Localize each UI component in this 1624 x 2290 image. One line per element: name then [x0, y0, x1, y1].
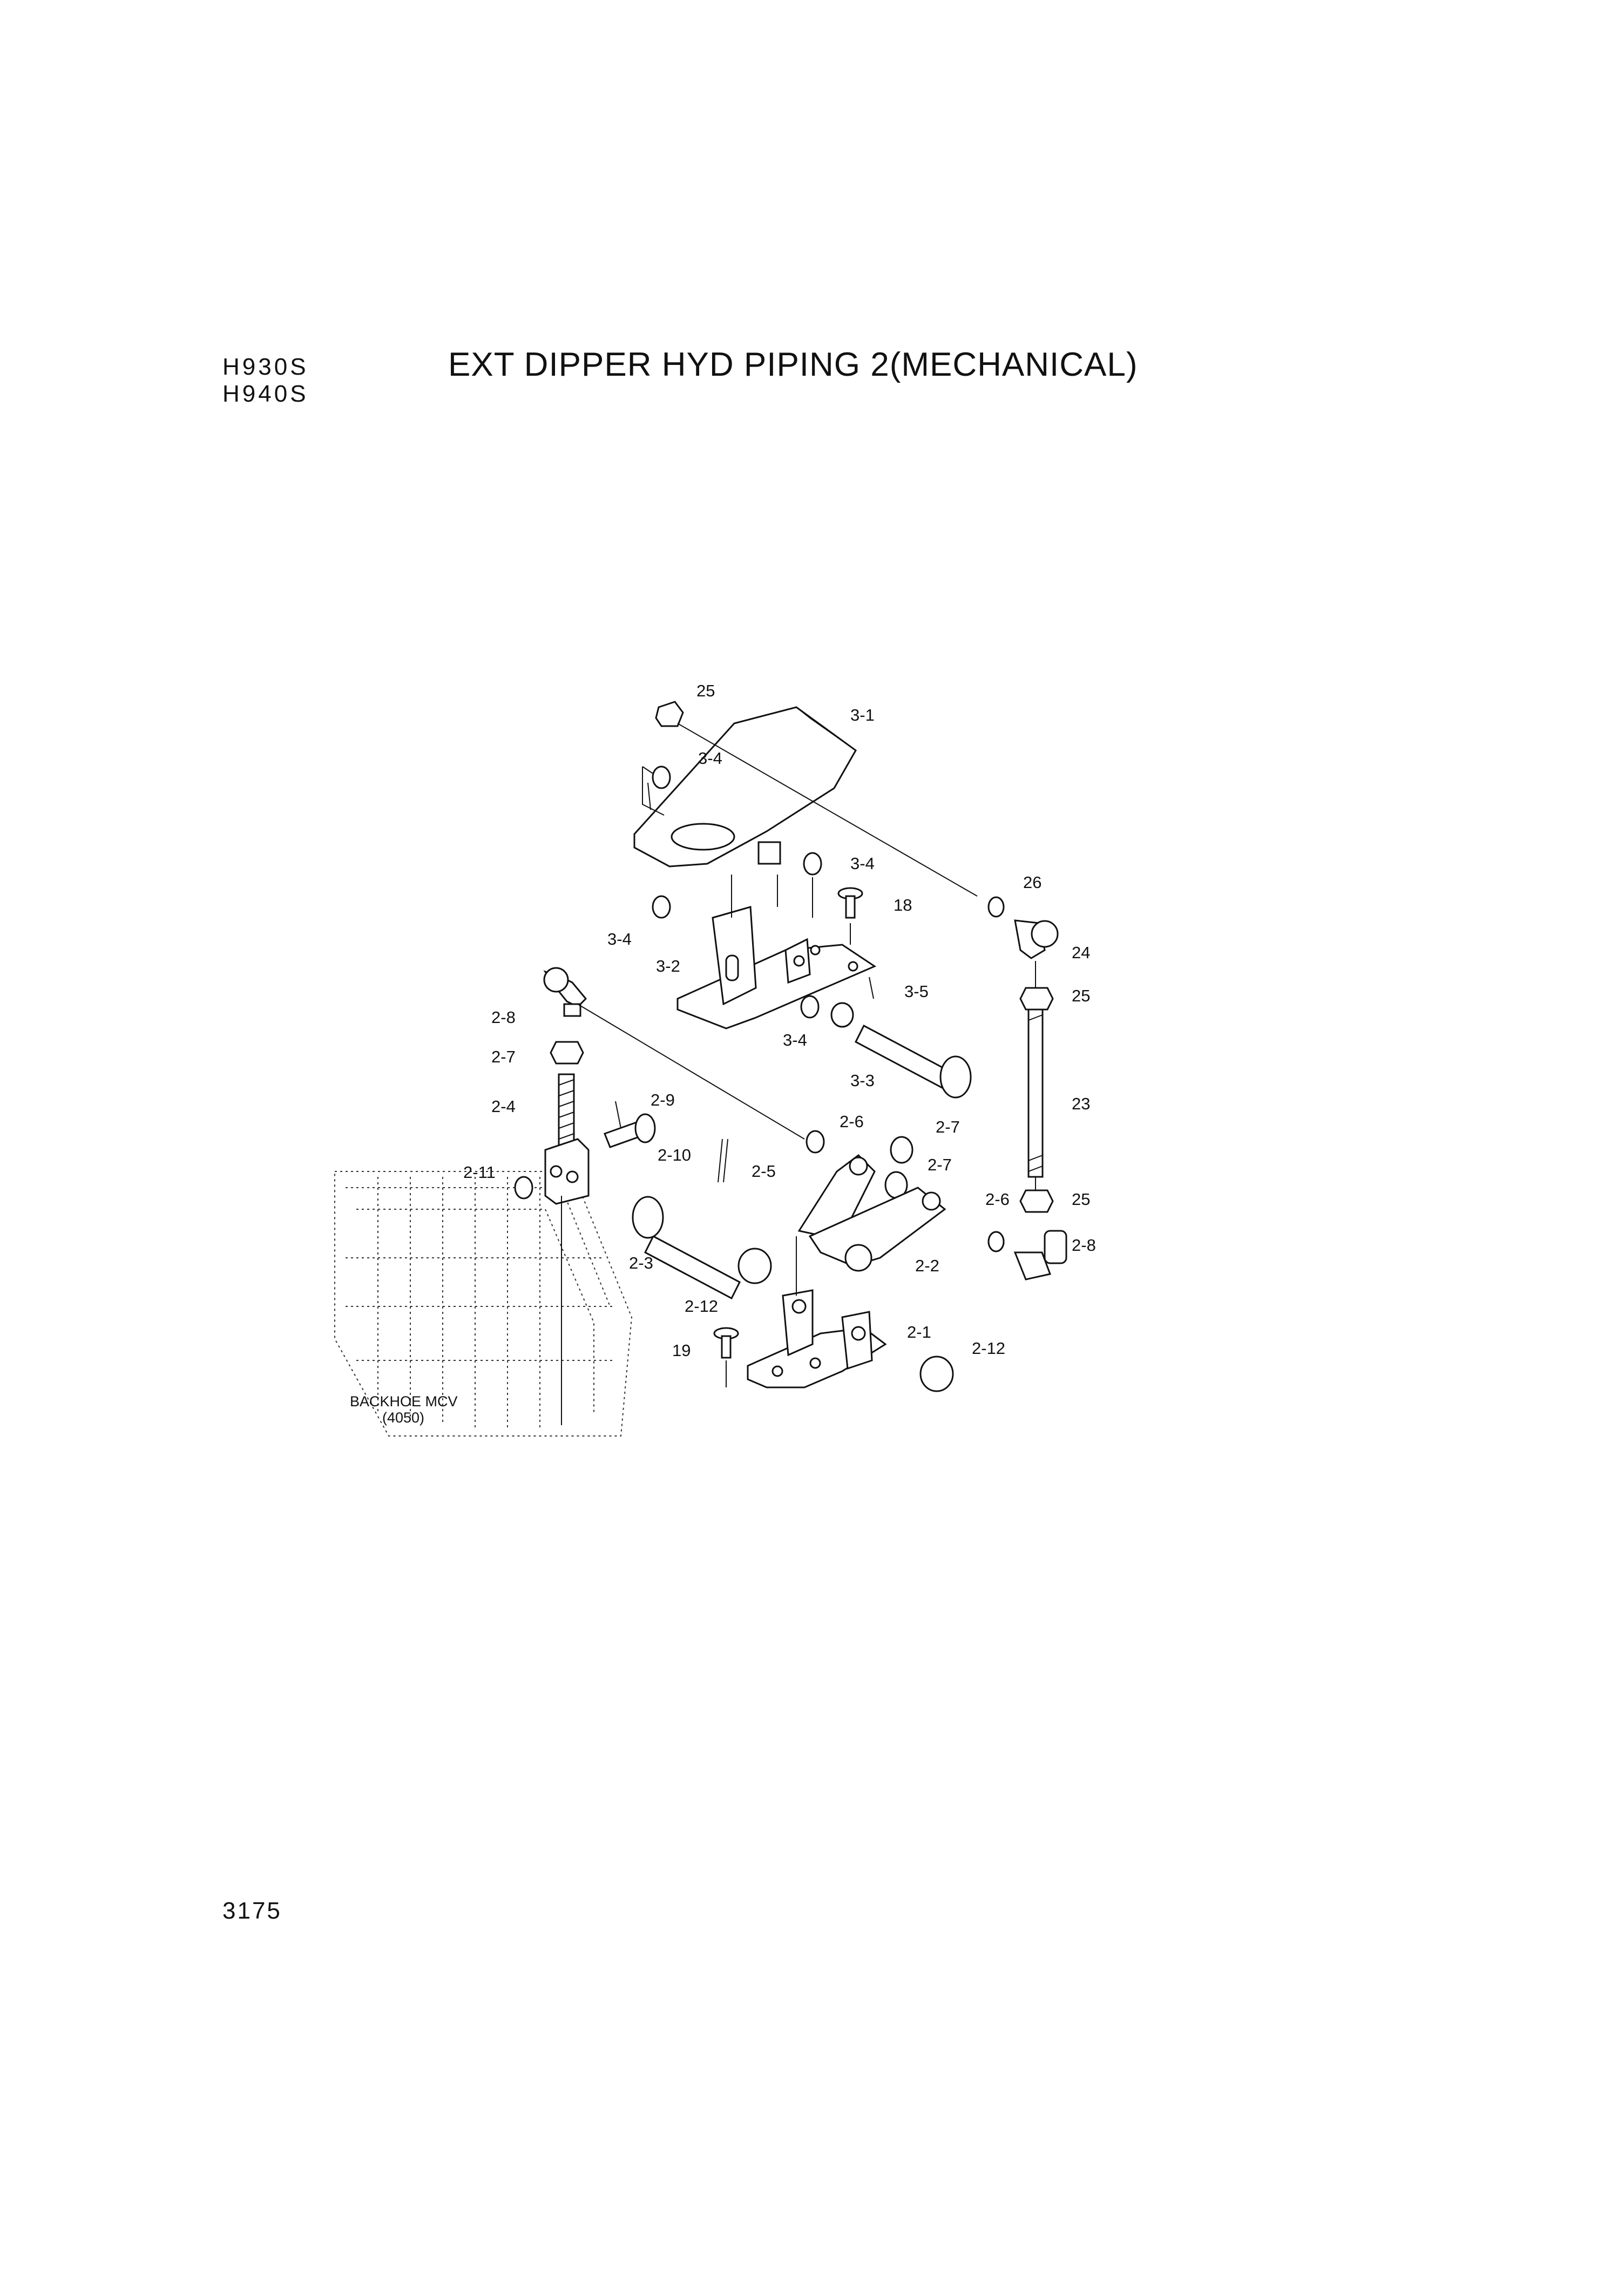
callout-3-1: 3-1	[850, 706, 875, 724]
callout-3-4-b: 3-4	[850, 854, 875, 873]
callout-26: 26	[1023, 873, 1041, 892]
callout-2-5: 2-5	[752, 1162, 776, 1181]
assembly-lines	[561, 723, 1036, 1425]
mid-bracket-part	[676, 906, 877, 1029]
callout-3-5: 3-5	[904, 982, 929, 1001]
mcv-reference-number: (4050)	[382, 1410, 424, 1426]
callout-19: 19	[672, 1341, 691, 1360]
callout-25-top: 25	[696, 681, 715, 700]
callout-23: 23	[1072, 1094, 1090, 1113]
bolt-parts	[713, 887, 863, 1359]
callout-2-11: 2-11	[463, 1163, 496, 1182]
callout-2-7-mid: 2-7	[928, 1155, 952, 1174]
callout-18: 18	[894, 896, 912, 914]
callout-25-right: 25	[1072, 986, 1090, 1005]
callout-2-3: 2-3	[629, 1254, 653, 1272]
callout-3-4-d: 3-4	[783, 1031, 807, 1049]
page-number: 3175	[222, 1898, 282, 1924]
callout-2-8-left: 2-8	[491, 1008, 516, 1027]
model-code-1: H930S	[222, 354, 309, 380]
callout-2-12-left: 2-12	[685, 1297, 718, 1316]
callout-3-3: 3-3	[850, 1071, 875, 1090]
callout-25-bottom: 25	[1072, 1190, 1090, 1209]
callout-3-2: 3-2	[656, 957, 680, 975]
callout-3-4-c: 3-4	[607, 930, 632, 948]
bellcrank-part	[797, 1154, 946, 1272]
mcv-label: BACKHOE MCV	[350, 1393, 458, 1410]
pins-and-washers	[514, 765, 1005, 1392]
callout-2-7-top: 2-7	[936, 1117, 960, 1136]
callout-24: 24	[1072, 943, 1090, 962]
page-title: EXT DIPPER HYD PIPING 2(MECHANICAL)	[448, 346, 1138, 383]
callout-2-1: 2-1	[907, 1323, 931, 1342]
upper-bracket-part	[633, 706, 857, 868]
callout-2-2: 2-2	[915, 1256, 939, 1275]
callout-2-7-left: 2-7	[491, 1047, 516, 1066]
callout-3-4-a: 3-4	[698, 749, 722, 768]
callout-2-8-right: 2-8	[1072, 1236, 1096, 1255]
callout-2-10: 2-10	[658, 1146, 691, 1164]
model-code-2: H940S	[222, 381, 309, 407]
callout-2-6-right: 2-6	[985, 1190, 1010, 1209]
rod-part	[1027, 998, 1044, 1178]
callout-2-6-top: 2-6	[840, 1112, 864, 1131]
callout-2-9: 2-9	[651, 1090, 675, 1109]
left-link-parts	[543, 967, 590, 1205]
callout-2-12-right: 2-12	[972, 1339, 1005, 1358]
lower-bracket-part	[747, 1289, 887, 1388]
callout-2-4: 2-4	[491, 1097, 516, 1116]
callout-labels: 25 3-1 3-4 3-4 26 18 3-4 24 3-2 3-5 25 2…	[350, 681, 1096, 1426]
